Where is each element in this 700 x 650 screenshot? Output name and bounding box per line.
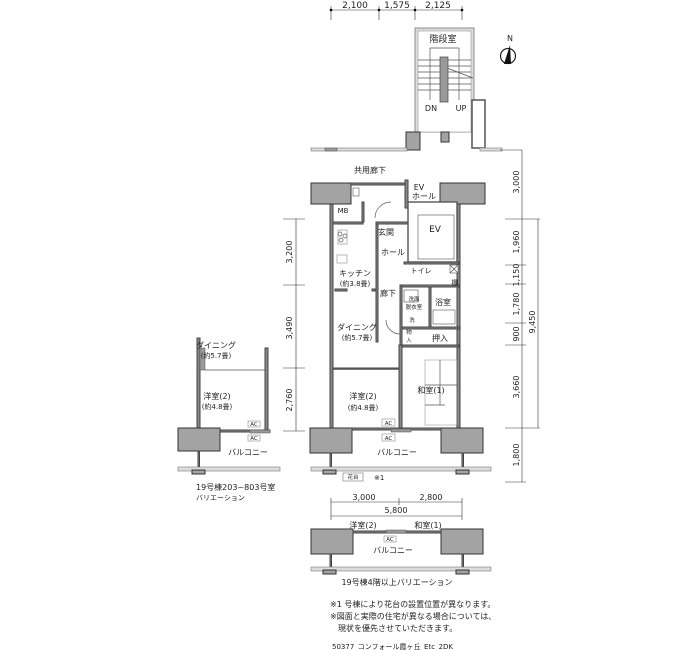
variation-4f-drawing xyxy=(310,528,492,575)
variation-left-dining-size: (約5.7畳) xyxy=(201,351,232,360)
bottom-dimension-line xyxy=(330,498,463,520)
file-code: 50377_コンフォール霞ヶ丘_Etc_2DK xyxy=(332,642,453,650)
right-dim-total: 9,450 xyxy=(528,311,537,334)
note-line-3: 現状を優先させていただきます。 xyxy=(330,623,457,633)
bottom-dim-1: 3,000 xyxy=(353,493,376,502)
variation-left-drawing xyxy=(177,337,281,475)
top-dim-3: 2,125 xyxy=(425,1,451,11)
dining-size: (約5.7畳) xyxy=(342,333,373,342)
corridor-edge xyxy=(310,147,522,152)
dining-label: ダイニング xyxy=(337,322,377,332)
flower-stand-label: 花台 xyxy=(347,473,359,481)
note-mark: ※1 xyxy=(374,474,384,482)
variation-4f-western-room: 洋室(2) xyxy=(349,520,376,530)
bottom-dim-2: 2,800 xyxy=(420,493,443,502)
corridor-label: 廊下 xyxy=(380,288,396,298)
compass-label: N xyxy=(507,34,513,43)
right-dim-1: 3,000 xyxy=(512,171,521,194)
right-dim-2: 1,960 xyxy=(512,231,521,254)
variation-4f-balcony: バルコニー xyxy=(373,546,413,555)
top-dimension-line xyxy=(329,6,464,20)
north-compass-icon xyxy=(499,45,517,65)
toilet-label: トイレ xyxy=(411,267,432,275)
top-dim-2: 1,575 xyxy=(384,1,410,11)
note-line-2: ※図面と実際の住宅が異なる場合については、 xyxy=(330,611,496,621)
right-dim-3: 1,150 xyxy=(512,264,521,287)
entrance-label: 玄関 xyxy=(378,227,394,237)
washer-label: 洗 xyxy=(409,316,415,324)
balcony-label: バルコニー xyxy=(377,448,417,457)
left-dim-2: 3,490 xyxy=(285,317,294,340)
left-dim-1: 3,200 xyxy=(285,241,294,264)
shelf-label: 棚 xyxy=(452,278,459,287)
stair-up-label: UP xyxy=(456,104,467,113)
variation-left-western-room: 洋室(2) xyxy=(203,391,230,401)
top-dim-1: 2,100 xyxy=(342,1,368,11)
variation-4f-ac: AC xyxy=(386,537,394,543)
bottom-dim-total: 5,800 xyxy=(385,506,408,515)
right-dim-7: 1,800 xyxy=(512,444,521,467)
stairwell xyxy=(405,27,486,151)
western-room-label: 洋室(2) xyxy=(349,391,376,401)
left-dim-3: 2,760 xyxy=(285,389,294,412)
right-dim-5: 900 xyxy=(512,326,521,341)
washroom-label-1: 洗面 xyxy=(408,295,420,303)
variation-4f-japanese-room: 和室(1) xyxy=(414,520,441,530)
left-dimension-line xyxy=(283,218,305,432)
ev-hall-label-2: ホール xyxy=(412,192,436,201)
unit-walls xyxy=(309,179,492,482)
right-dimension-line xyxy=(505,150,540,483)
ac-indoor-label: AC xyxy=(385,421,393,427)
variation-left-ac-outdoor: AC xyxy=(250,436,258,442)
japanese-room-label: 和室(1) xyxy=(417,385,444,395)
washroom-label-2: 脱衣室 xyxy=(406,303,423,311)
storage-label-1: 物 xyxy=(406,328,412,336)
variation-left-ac-indoor: AC xyxy=(250,422,258,428)
right-dim-6: 3,660 xyxy=(512,376,521,399)
variation-left-balcony: バルコニー xyxy=(228,448,268,457)
elevator-label: EV xyxy=(429,225,442,235)
variation-left-dining: ダイニング xyxy=(196,340,236,350)
ac-outdoor-label: AC xyxy=(385,436,393,442)
kitchen-label: キッチン xyxy=(339,269,371,278)
variation-left-caption-1: 19号棟203~803号室 xyxy=(196,482,275,492)
bathroom-label: 浴室 xyxy=(435,297,451,307)
variation-left-caption-2: バリエーション xyxy=(196,494,245,502)
mb-label: MB xyxy=(338,207,349,215)
note-line-1: ※1 号棟により花台の設置位置が異なります。 xyxy=(330,599,495,609)
variation-4f-caption: 19号棟4階以上バリエーション xyxy=(341,577,452,587)
storage-label-2: 入 xyxy=(406,338,412,344)
common-corridor-label: 共用廊下 xyxy=(354,165,386,175)
right-dim-4: 1,780 xyxy=(512,293,521,316)
hall-label: ホール xyxy=(381,248,405,257)
ev-hall-label-1: EV xyxy=(414,183,425,192)
closet-label: 押入 xyxy=(432,333,448,343)
kitchen-size: (約3.8畳) xyxy=(340,279,371,288)
variation-left-western-size: (約4.8畳) xyxy=(202,402,233,411)
western-room-size: (約4.8畳) xyxy=(348,403,379,412)
stair-down-label: DN xyxy=(425,104,437,113)
stairwell-label: 階段室 xyxy=(429,33,456,45)
